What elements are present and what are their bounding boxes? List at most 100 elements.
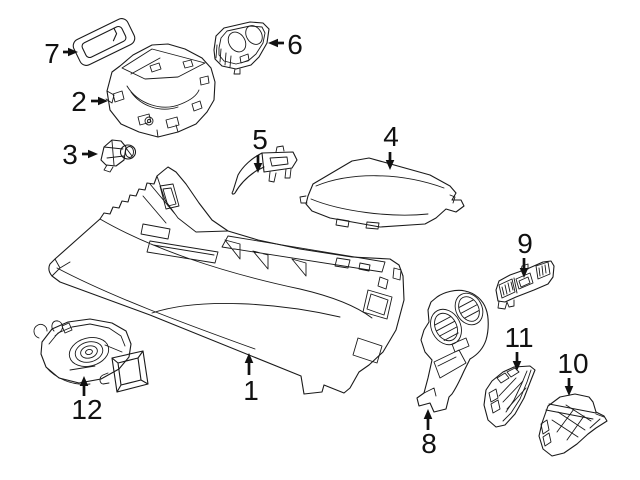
part-12-mechanism-drawing xyxy=(33,318,149,393)
part-8-vent-left-ring xyxy=(430,308,462,346)
part-3-knob xyxy=(119,144,137,160)
part-9-center-buttons xyxy=(513,263,534,294)
part-2-grommet xyxy=(144,116,154,126)
callout-11-label: 11 xyxy=(504,322,533,353)
part-5-feet xyxy=(268,145,292,183)
part-9-grille-right xyxy=(535,261,551,280)
part-7-notch xyxy=(112,27,118,42)
part-2-outline xyxy=(106,43,216,138)
part-4-outline xyxy=(305,157,465,228)
callout-10-arrow-head xyxy=(564,386,574,396)
part-5-bracket-drawing xyxy=(231,145,298,195)
part-2-arc-cutout xyxy=(126,85,200,110)
part-8-outline xyxy=(416,289,489,413)
part-8-lower-details xyxy=(423,337,470,397)
part-6-cup-opening-right xyxy=(245,25,263,45)
part-11-cavity-hatch xyxy=(498,377,527,410)
part-8-vent-left-slats xyxy=(434,316,459,341)
callout-8: 8 xyxy=(421,409,437,459)
callout-2: 2 xyxy=(71,86,108,117)
part-10-side-rects xyxy=(540,419,552,447)
part-11-top-holes xyxy=(496,367,520,384)
part-5-rail-hole xyxy=(269,156,289,167)
part-9-grille-left xyxy=(498,278,516,299)
part-10-vent-assembly-drawing xyxy=(538,393,608,457)
part-4-top-crease xyxy=(315,175,445,189)
part-6-cupholder-drawing xyxy=(213,21,270,75)
part-7-trim-frame-drawing xyxy=(72,18,136,66)
part-12-spiral-rings xyxy=(68,337,110,367)
part-3-body xyxy=(100,139,127,167)
callout-2-label: 2 xyxy=(71,86,87,117)
part-12-ring-inner xyxy=(80,345,98,359)
part-11-pocket-drawing xyxy=(483,365,536,428)
part-8-rear-panel-drawing xyxy=(416,289,489,413)
part-7-outer-frame xyxy=(72,18,136,66)
callout-7-label: 7 xyxy=(44,38,60,69)
part-10-top-band xyxy=(545,403,597,420)
callout-10: 10 xyxy=(557,348,589,396)
part-2-grommet-center xyxy=(147,119,151,123)
part-8-vent-right xyxy=(454,292,484,326)
part-5-leg xyxy=(231,152,265,195)
part-8-vent-right-ring xyxy=(454,292,484,326)
part-1-console-body-drawing xyxy=(48,166,405,395)
part-7-inner-frame xyxy=(81,25,127,59)
part-1-outline xyxy=(48,166,405,395)
callout-3-arrow-head xyxy=(88,149,98,159)
callout-1: 1 xyxy=(243,353,259,406)
part-12-side-cylinder xyxy=(99,372,110,385)
part-3-switch-drawing xyxy=(100,139,137,173)
callout-6: 6 xyxy=(268,29,303,60)
part-12-ring-mid xyxy=(74,341,104,363)
callout-9: 9 xyxy=(517,228,533,278)
part-4-armrest-lid-drawing xyxy=(299,157,465,230)
part-8-vent-right-opening xyxy=(458,296,480,322)
part-12-plate-outline xyxy=(40,318,132,384)
callout-9-arrow-head xyxy=(519,268,529,278)
callout-11: 11 xyxy=(504,322,534,371)
callout-5-arrow-head xyxy=(253,163,263,173)
part-11-cavity-rim xyxy=(502,369,532,422)
callout-4-label: 4 xyxy=(383,121,399,152)
callout-3-label: 3 xyxy=(62,139,78,170)
part-1-deck-details xyxy=(99,218,386,319)
part-2-bracket-assembly-drawing xyxy=(105,43,216,138)
callout-7: 7 xyxy=(44,38,78,69)
part-11-outline xyxy=(483,365,536,428)
callout-3: 3 xyxy=(62,139,98,170)
callout-10-label: 10 xyxy=(557,348,588,379)
part-1-tower-details xyxy=(140,175,229,240)
part-2-detail-holes xyxy=(105,59,210,138)
part-8-vent-right-slats xyxy=(458,299,480,319)
part-12-plate-rim xyxy=(48,323,126,347)
part-6-ribs xyxy=(215,44,250,75)
callout-6-arrow-head xyxy=(268,38,278,48)
callout-7-arrow-head xyxy=(68,47,78,57)
callout-5: 5 xyxy=(252,124,268,173)
part-8-vent-left xyxy=(430,308,462,346)
callout-1-label: 1 xyxy=(243,375,259,406)
part-4-tabs xyxy=(299,194,456,230)
part-2-top-face xyxy=(121,48,206,80)
part-4-front-crease xyxy=(310,198,429,216)
part-6-cup-opening-left xyxy=(227,31,247,53)
part-10-slat-grid xyxy=(551,404,592,441)
callout-8-arrow-head xyxy=(423,409,433,419)
part-5-rail xyxy=(261,151,298,173)
part-9-outline xyxy=(495,260,555,303)
callout-8-label: 8 xyxy=(421,428,437,459)
callout-9-label: 9 xyxy=(517,228,533,259)
callout-4: 4 xyxy=(383,121,399,170)
part-11-side-rects xyxy=(488,388,501,414)
part-10-outline xyxy=(538,393,608,457)
part-12-ring-outer xyxy=(68,337,110,367)
part-3-slot xyxy=(125,147,133,157)
part-3-knob-inner xyxy=(125,146,134,158)
callout-11-arrow-head xyxy=(512,361,522,371)
callout-1-arrow-head xyxy=(244,353,254,363)
part-1-rear-face-details xyxy=(352,267,402,364)
part-6-inner-rim xyxy=(218,25,266,65)
part-6-outline xyxy=(213,21,270,70)
